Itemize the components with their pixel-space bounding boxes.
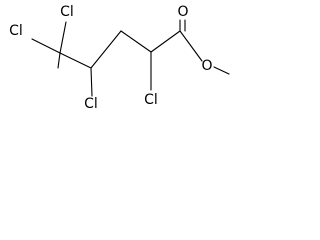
atom-o-ester: O bbox=[201, 58, 212, 74]
atom-cl-c4: Cl bbox=[84, 96, 98, 112]
bond-c2-c1 bbox=[150, 30, 181, 53]
bond-c4-c3 bbox=[90, 30, 122, 69]
chemical-structure: Cl Cl Cl Cl O O bbox=[9, 4, 230, 112]
bond-c5-methyl bbox=[57, 52, 61, 69]
bond-c5-c4 bbox=[59, 52, 92, 69]
atom-cl-top: Cl bbox=[60, 4, 74, 20]
bond-c4-cl bbox=[90, 67, 93, 97]
bond-o-methyl bbox=[213, 66, 230, 75]
bond-c3-c2 bbox=[120, 30, 152, 53]
atom-o-carbonyl: O bbox=[177, 4, 188, 20]
atom-cl-c2: Cl bbox=[144, 92, 158, 108]
bond-c1-o-ester bbox=[179, 30, 203, 62]
bond-cl-c5-left bbox=[31, 38, 61, 54]
atom-cl-left: Cl bbox=[9, 23, 23, 39]
bond-cl-c5-top bbox=[59, 21, 67, 54]
